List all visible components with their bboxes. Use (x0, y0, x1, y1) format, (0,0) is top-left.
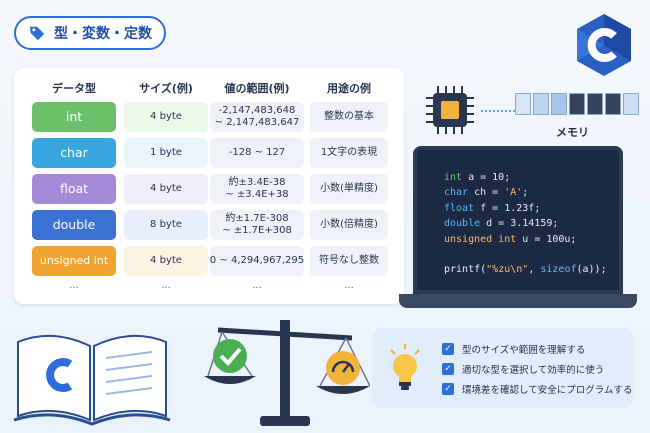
memory-cell (587, 93, 603, 115)
code-keyword: float (444, 202, 475, 214)
size-cell: 4 byte (124, 102, 208, 132)
range-line: 約±3.4E-38 (228, 176, 286, 188)
range-line: -2,147,483,648 (218, 104, 296, 116)
type-float: float (32, 174, 116, 204)
code-string: 'A' (504, 187, 523, 199)
title-badge: 型・変数・定数 (14, 16, 166, 50)
code-text: u = 100u; (516, 233, 577, 245)
tag-icon (29, 26, 45, 41)
tip-item: ✓ 型のサイズや範囲を理解する (442, 342, 585, 356)
memory-label: メモリ (556, 126, 589, 139)
range-cell: -2,147,483,648 ~ 2,147,483,647 (210, 102, 304, 132)
memory-cell (551, 93, 567, 115)
checkbox-icon: ✓ (442, 363, 454, 375)
code-text: (a)); (576, 264, 607, 276)
code-keyword: double (444, 218, 481, 230)
range-line: ~ ±1.7E+308 (222, 225, 292, 236)
code-text: f = 1.23f; (474, 202, 541, 214)
page-title: 型・変数・定数 (54, 26, 152, 42)
code-text: printf( (444, 264, 487, 276)
checkbox-icon: ✓ (442, 343, 454, 355)
cpu-chip-icon (426, 86, 474, 134)
lightbulb-icon (390, 344, 420, 390)
balance-scale-icon (204, 320, 370, 426)
code-text: ; (522, 187, 529, 199)
ellipsis: ... (252, 280, 262, 291)
data-type-table: データ型 サイズ(例) 値の範囲(例) 用途の例 int 4 byte -2,1… (14, 68, 404, 304)
type-int: int (32, 102, 116, 132)
header-use: 用途の例 (327, 82, 371, 95)
range-line: ~ 2,147,483,647 (214, 117, 300, 128)
use-cell: 1文字の表現 (310, 138, 388, 168)
code-text: , (528, 264, 541, 276)
code-text: ch = (468, 187, 505, 199)
open-book-icon (13, 334, 171, 426)
connector-line (481, 110, 515, 112)
memory-cell (515, 93, 531, 115)
type-double: double (32, 210, 116, 240)
code-keyword: int (444, 172, 463, 183)
range-line: 約±1.7E-308 (225, 212, 289, 224)
ellipsis: ... (161, 280, 171, 291)
code-block: int a = 10; char ch = 'A'; float f = 1.2… (444, 170, 607, 278)
memory-blocks (515, 93, 639, 115)
tip-text: 環境差を確認して安全にプログラムする (462, 385, 633, 396)
memory-cell (605, 93, 621, 115)
code-string: "%zu\n" (486, 264, 529, 276)
ellipsis: ... (69, 280, 79, 291)
size-cell: 4 byte (124, 174, 208, 204)
use-cell: 整数の基本 (310, 102, 388, 132)
range-line: ~ ±3.4E+38 (225, 189, 289, 200)
memory-cell (623, 93, 639, 115)
range-cell: 約±3.4E-38 ~ ±3.4E+38 (210, 174, 304, 204)
size-cell: 4 byte (124, 246, 208, 276)
size-cell: 1 byte (124, 138, 208, 168)
use-cell: 小数(単精度) (310, 174, 388, 204)
ellipsis: ... (344, 280, 354, 291)
range-cell: 0 ~ 4,294,967,295 (210, 246, 304, 276)
checkbox-icon: ✓ (442, 383, 454, 395)
code-text: a = 10; (462, 172, 511, 183)
laptop-screen (413, 146, 623, 294)
tip-item: ✓ 適切な型を選択して効率的に使う (442, 362, 604, 376)
header-size: サイズ(例) (139, 82, 193, 95)
header-type: データ型 (52, 82, 96, 95)
tip-text: 型のサイズや範囲を理解する (462, 345, 586, 356)
code-text: d = 3.14159; (480, 218, 559, 230)
memory-cell (533, 93, 549, 115)
size-cell: 8 byte (124, 210, 208, 240)
range-cell: 約±1.7E-308 ~ ±1.7E+308 (210, 210, 304, 240)
header-range: 値の範囲(例) (224, 82, 290, 95)
use-cell: 符号なし整数 (310, 246, 388, 276)
tips-panel: ✓ 型のサイズや範囲を理解する ✓ 適切な型を選択して効率的に使う ✓ 環境差を… (372, 328, 634, 408)
code-keyword: unsigned int (444, 233, 517, 245)
memory-cell (569, 93, 585, 115)
range-cell: -128 ~ 127 (210, 138, 304, 168)
tip-item: ✓ 環境差を確認して安全にプログラムする (442, 382, 632, 396)
type-char: char (32, 138, 116, 168)
c-language-logo (577, 14, 631, 76)
use-cell: 小数(倍精度) (310, 210, 388, 240)
code-keyword: char (444, 187, 469, 199)
laptop-base (399, 294, 637, 308)
type-unsigned-int: unsigned int (32, 246, 116, 276)
tip-text: 適切な型を選択して効率的に使う (462, 365, 605, 376)
code-keyword: sizeof (540, 264, 577, 276)
